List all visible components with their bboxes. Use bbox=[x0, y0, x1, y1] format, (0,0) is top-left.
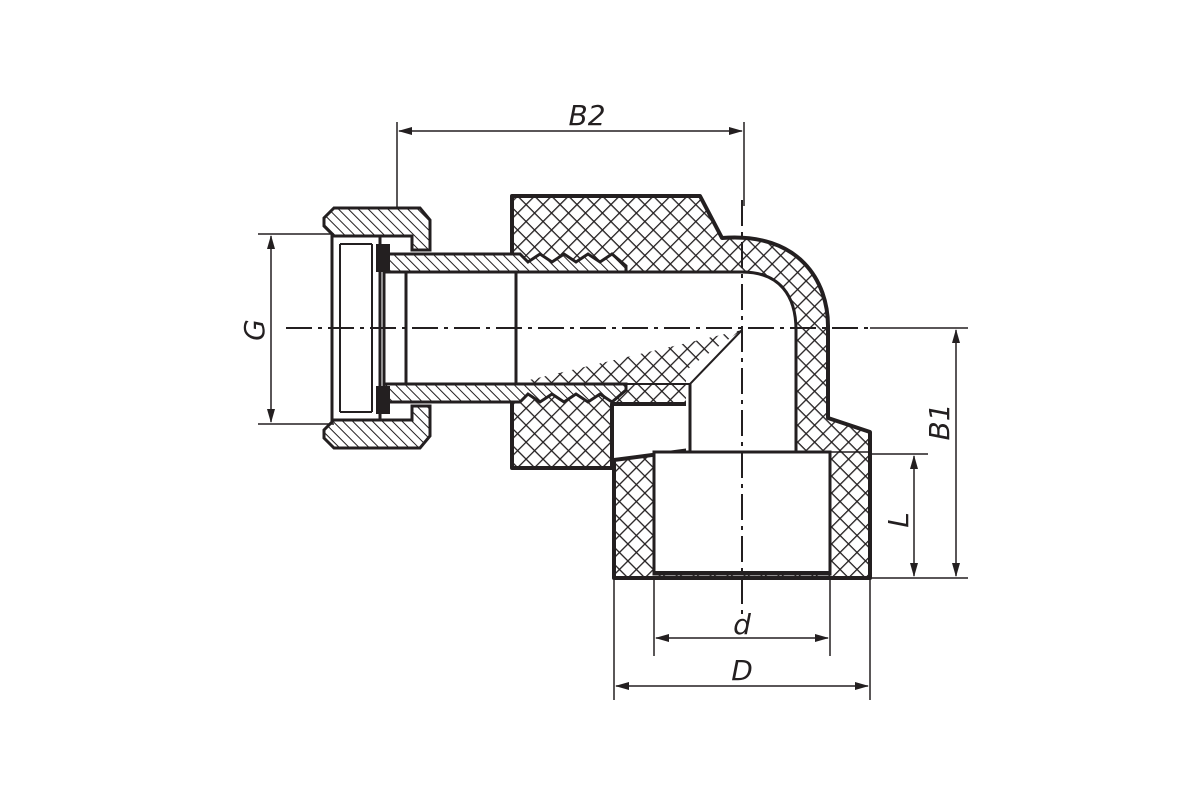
label-d-large: D bbox=[731, 654, 753, 687]
dimension-labels: B2 G B1 L d D bbox=[238, 99, 956, 687]
tube-upper-wall bbox=[382, 252, 628, 274]
nut-lower-section bbox=[322, 404, 432, 450]
elbow-bore bbox=[512, 272, 796, 452]
tube-lower-wall bbox=[382, 382, 628, 404]
label-b1: B1 bbox=[923, 403, 956, 440]
label-l: L bbox=[882, 512, 915, 528]
label-g: G bbox=[238, 319, 271, 341]
label-b2: B2 bbox=[568, 99, 605, 132]
gasket-lower bbox=[376, 386, 390, 414]
nut-upper-section bbox=[322, 206, 432, 252]
gasket-upper bbox=[376, 244, 390, 272]
dimensions bbox=[258, 122, 968, 700]
label-d-small: d bbox=[733, 608, 751, 641]
center-lines bbox=[286, 200, 870, 614]
